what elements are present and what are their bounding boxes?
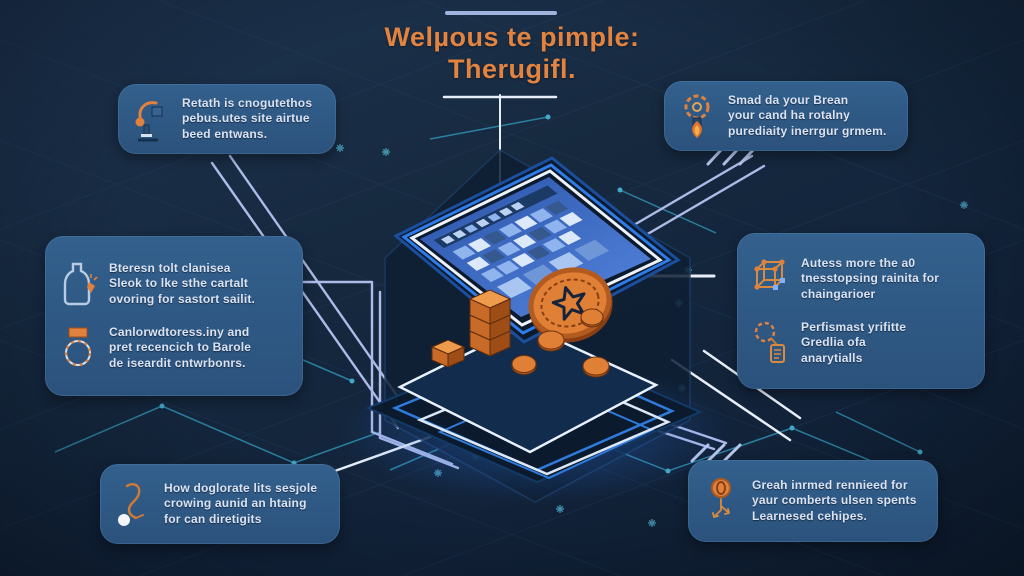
callout-text-line: tnesstopsing rainita for (801, 271, 940, 286)
callout-bottom-right: Greah inrmed rennieed for yaur comberts … (688, 460, 938, 542)
callout-text-line: Autess more the a0 (801, 255, 916, 270)
callout-text-line: crowing aunid an htaing (164, 496, 307, 511)
title-line-2: Therugifl. (448, 53, 576, 84)
callout-text-line: purediaity inerrgur grmem. (728, 123, 887, 138)
hook-icon (112, 479, 154, 529)
callout-top-right: Smad da your Brean your cand ha rotalny … (664, 81, 908, 151)
callout-text-line: Smad da your Brean (728, 92, 849, 107)
callout-text-line: Gredlia ofa (801, 335, 866, 350)
flask-icon (57, 259, 99, 309)
page-title: Welµous te pimple: Therugifl. (0, 22, 1024, 86)
cube-icon (749, 254, 791, 304)
callout-mid-right: Autess more the a0 tnesstopsing rainita … (737, 233, 985, 389)
callout-text-line: anarytialls (801, 350, 863, 365)
callout-text-line: How doglorate lits sesjole (164, 480, 318, 495)
callout-text-line: Sleok to lke sthe cartalt (109, 276, 249, 291)
small-coins (511, 308, 610, 378)
title-line-1: Welµous te pimple: (384, 22, 640, 52)
callout-top-left: Retath is cnogutethos pebus.utes site ai… (118, 84, 336, 154)
central-device-illustration (335, 149, 735, 503)
dashboard-screen (433, 185, 610, 299)
coin-chart-icon (700, 476, 742, 526)
crypto-blocks (430, 289, 512, 368)
callout-text-line: Canlorwdtoress.iny and (109, 324, 250, 339)
callout-bottom-left: How doglorate lits sesjole crowing aunid… (100, 464, 340, 544)
callout-text-line: pebus.utes site airtue (182, 111, 310, 126)
callout-text-line: Greah inrmed rennieed for (752, 477, 908, 492)
callout-text-line: chaingarioer (801, 286, 876, 301)
microscope-icon (130, 94, 172, 144)
callout-text-line: Bteresn tolt clanisea (109, 260, 231, 275)
callout-text-line: ovoring for sastort sailit. (109, 291, 256, 306)
gear-flame-icon (676, 91, 718, 141)
callout-text-line: Retath is cnogutethos (182, 95, 313, 110)
callout-text-line: for can diretigits (164, 511, 262, 526)
callout-text-line: pret recencich to Barole (109, 340, 252, 355)
top-rule (445, 11, 557, 15)
callout-text-line: beed entwans. (182, 126, 268, 141)
callout-text-line: Learnesed cehipes. (752, 508, 867, 523)
callout-text-line: Perfismast yrifitte (801, 319, 907, 334)
medal-icon (57, 323, 99, 373)
callout-text-line: yaur comberts ulsen spents (752, 493, 917, 508)
callout-mid-left: Bteresn tolt clanisea Sleok to lke sthe … (45, 236, 303, 396)
callout-text-line: your cand ha rotalny (728, 108, 851, 123)
whistle-icon (749, 318, 791, 368)
callout-text-line: de iseardit cntwrbonrs. (109, 355, 246, 370)
